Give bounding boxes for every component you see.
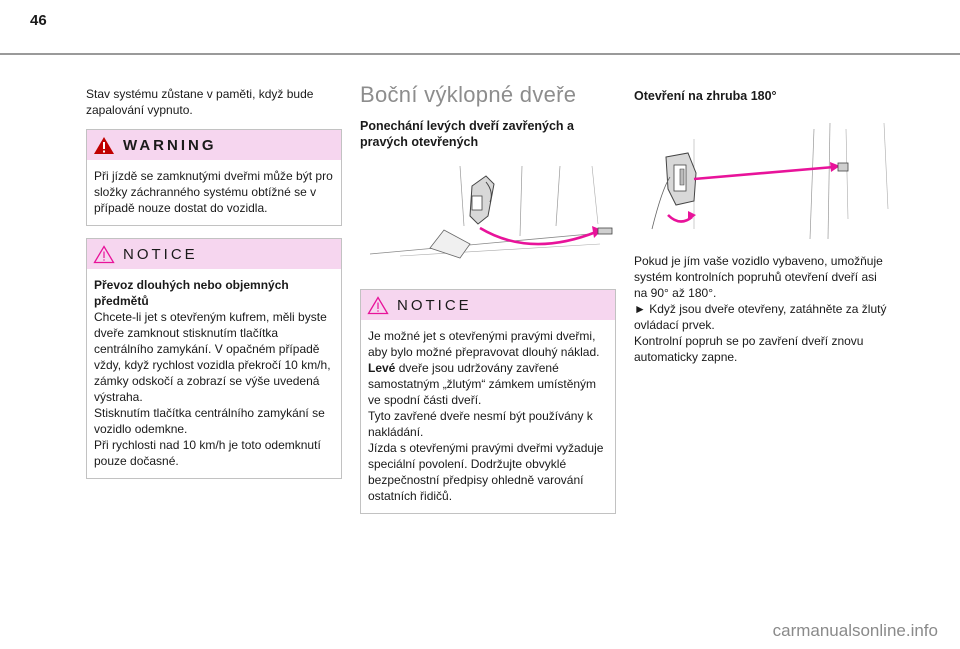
- intro-text: Stav systému zůstane v paměti, když bude…: [86, 87, 314, 117]
- notice-paragraph: Levé dveře jsou udržovány zavřené samost…: [368, 361, 597, 407]
- notice-header-2: NOTICE: [361, 290, 615, 320]
- strap-line: Pokud je jím vaše vozidlo vybaveno, umož…: [634, 254, 883, 300]
- notice-triangle-icon: [93, 244, 115, 263]
- notice-line: Při rychlosti nad 10 km/h je toto odemkn…: [94, 438, 321, 468]
- notice-paragraph: Tyto zavřené dveře nesmí být používány k…: [368, 409, 593, 439]
- warning-body: Při jízdě se zamknutými dveřmi může být …: [87, 160, 341, 225]
- warning-header: WARNING: [87, 130, 341, 160]
- notice-paragraph: Je možné jet s otevřenými pravými dveřmi…: [368, 329, 600, 359]
- column-3: Otevření na zhruba 180° Pokud je jím vaš…: [634, 86, 890, 365]
- notice-paragraph: Jízda s otevřenými pravými dveřmi vyžadu…: [368, 441, 604, 503]
- column-1: Stav systému zůstane v paměti, když bude…: [86, 86, 342, 479]
- header-rule: [0, 53, 960, 55]
- door-strap-illustration: [651, 122, 889, 239]
- strap-line: Kontrolní popruh se po zavření dveří zno…: [634, 334, 864, 364]
- notice-label-2: NOTICE: [397, 296, 472, 314]
- notice-triangle-icon: [367, 295, 389, 314]
- section-heading: Boční výklopné dveře: [360, 82, 577, 107]
- warning-box: WARNING Při jízdě se zamknutými dveřmi m…: [86, 129, 342, 226]
- notice-body-2: Je možné jet s otevřenými pravými dveřmi…: [361, 320, 615, 513]
- notice-header-1: NOTICE: [87, 239, 341, 269]
- strap-description: Pokud je jím vaše vozidlo vybaveno, umož…: [634, 253, 890, 365]
- notice-title: Převoz dlouhých nebo objemných předmětů: [94, 278, 289, 308]
- notice-box-2: NOTICE Je možné jet s otevřenými pravými…: [360, 289, 616, 514]
- warning-text: Při jízdě se zamknutými dveřmi může být …: [94, 169, 333, 215]
- strap-line: ► Když jsou dveře otevřeny, zatáhněte za…: [634, 302, 887, 332]
- warning-label: WARNING: [123, 136, 217, 154]
- notice-label-1: NOTICE: [123, 245, 198, 263]
- notice-box-1: NOTICE Převoz dlouhých nebo objemných př…: [86, 238, 342, 479]
- column-2: Boční výklopné dveře Ponechání levých dv…: [360, 82, 616, 514]
- notice-line: Chcete-li jet s otevřeným kufrem, měli b…: [94, 310, 331, 404]
- notice-line: Stisknutím tlačítka centrálního zamykání…: [94, 406, 325, 436]
- door-lock-illustration: [369, 166, 613, 259]
- notice-body-1: Převoz dlouhých nebo objemných předmětů …: [87, 269, 341, 478]
- page-number: 46: [30, 12, 47, 29]
- warning-triangle-icon: [94, 136, 114, 154]
- subheading-left-closed: Ponechání levých dveří zavřených a pravý…: [360, 119, 574, 149]
- watermark: carmanualsonline.info: [772, 621, 938, 640]
- subheading-180: Otevření na zhruba 180°: [634, 89, 777, 103]
